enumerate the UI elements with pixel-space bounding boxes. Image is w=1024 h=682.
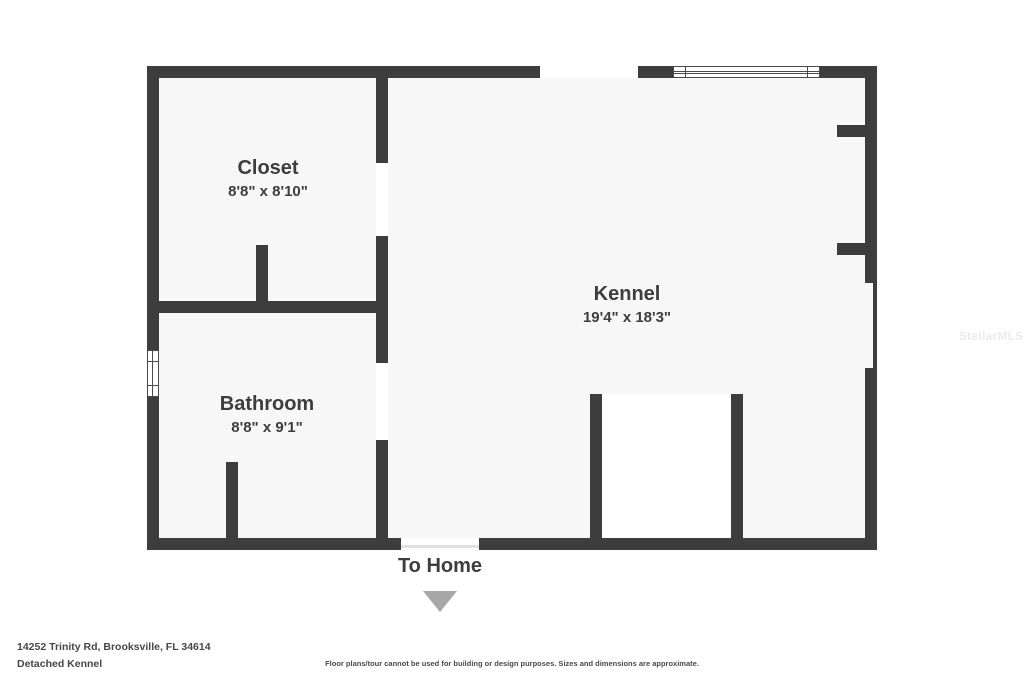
room-name: Bathroom <box>219 393 315 415</box>
window-top-icon <box>673 66 820 78</box>
arrow-down-icon <box>423 591 457 612</box>
room-name: Kennel <box>593 283 661 305</box>
room-label-bathroom: Bathroom 8'8" x 9'1" <box>157 392 377 439</box>
room-name: Closet <box>237 157 299 179</box>
to-home-threshold <box>401 545 479 548</box>
wall-kennel-run-divider-2 <box>731 394 743 538</box>
bathroom-door-opening <box>376 363 388 440</box>
room-label-closet: Closet 8'8" x 8'10" <box>158 156 378 203</box>
wall-right-stub-2 <box>837 243 865 255</box>
wall-closet-stub <box>256 245 268 313</box>
wall-bottom-left <box>147 538 401 550</box>
wall-bottom-right <box>479 538 877 550</box>
footer-address: 14252 Trinity Rd, Brooksville, FL 34614 <box>17 641 211 653</box>
wall-interior-vertical-mid <box>376 236 388 363</box>
window-pane-line <box>674 71 819 72</box>
wall-right-upper <box>865 66 877 283</box>
room-dimensions: 19'4" x 18'3" <box>582 309 672 326</box>
footer-disclaimer: Floor plans/tour cannot be used for buil… <box>325 659 699 668</box>
wall-interior-vertical-top <box>376 78 388 163</box>
room-label-kennel: Kennel 19'4" x 18'3" <box>517 282 737 329</box>
to-home-door-opening <box>401 538 479 550</box>
window-frame-line <box>148 385 158 386</box>
closet-door-opening <box>376 163 388 236</box>
window-frame-line <box>807 67 808 77</box>
wall-left-upper <box>147 66 159 350</box>
wall-top-mid <box>638 66 673 78</box>
wall-top-right <box>820 66 877 78</box>
wall-right-opening-edge <box>873 283 877 368</box>
wall-left-lower <box>147 397 159 550</box>
top-wall-opening <box>540 66 638 78</box>
kennel-middle-run <box>602 394 731 538</box>
wall-right-lower <box>865 368 877 550</box>
wall-bathroom-stub <box>226 462 238 550</box>
window-frame-line <box>685 67 686 77</box>
room-dimensions: 8'8" x 9'1" <box>231 419 303 436</box>
window-frame-line <box>148 361 158 362</box>
to-home-label: To Home <box>397 555 483 577</box>
wall-interior-vertical-bottom <box>376 440 388 538</box>
wall-kennel-run-divider-1 <box>590 394 602 538</box>
wall-top-left <box>147 66 540 78</box>
window-pane-line <box>152 351 153 396</box>
window-pane-line <box>674 73 819 74</box>
room-dimensions: 8'8" x 8'10" <box>228 183 308 200</box>
stellar-mls-watermark: StellarMLS <box>959 331 1024 343</box>
footer-plan-name: Detached Kennel <box>17 658 103 670</box>
window-left-icon <box>147 350 159 397</box>
wall-right-stub-1 <box>837 125 865 137</box>
